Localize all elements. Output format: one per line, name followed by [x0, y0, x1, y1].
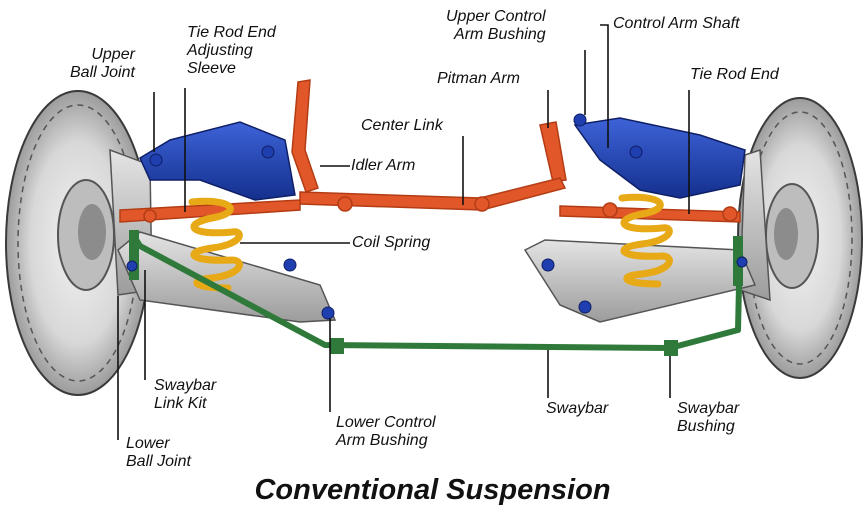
- left-coil-spring: [188, 197, 243, 292]
- label-upper-control-arm-bushing: Upper Control Arm Bushing: [446, 8, 546, 44]
- left-tie-rod: [119, 199, 301, 223]
- label-line: Arm Bushing: [336, 432, 428, 449]
- label-line: Upper: [91, 46, 135, 63]
- label-line: Lower: [126, 435, 170, 452]
- left-swaybar-bushing: [330, 338, 344, 354]
- label-line: Upper Control: [446, 8, 546, 25]
- label-swaybar-link-kit: Swaybar Link Kit: [154, 377, 216, 413]
- label-line: Swaybar: [677, 400, 740, 417]
- right-swaybar-bushing: [664, 340, 678, 356]
- label-line: Tie Rod End: [187, 24, 276, 41]
- label-control-arm-shaft: Control Arm Shaft: [613, 15, 740, 32]
- label-lower-ball-joint: Lower Ball Joint: [126, 435, 191, 471]
- label-line: Adjusting: [187, 42, 253, 59]
- right-coil-spring: [618, 193, 673, 288]
- diagram-caption: Conventional Suspension: [254, 474, 611, 506]
- right-tire: [737, 97, 863, 379]
- label-line: Ball Joint: [70, 64, 135, 81]
- label-lower-control-arm-bushing: Lower Control Arm Bushing: [336, 414, 436, 450]
- leader-control-arm-shaft: [600, 24, 609, 148]
- label-swaybar-bushing: Swaybar Bushing: [677, 400, 739, 436]
- pitman-arm: [539, 121, 567, 183]
- right-upper-control-arm: [573, 117, 746, 199]
- label-center-link: Center Link: [361, 117, 443, 134]
- leader-lines: [117, 24, 690, 440]
- label-line: Swaybar: [154, 377, 217, 394]
- label-tie-rod-end: Tie Rod End: [690, 66, 779, 83]
- label-pitman-arm: Pitman Arm: [437, 70, 520, 87]
- left-upper-control-arm: [139, 121, 296, 201]
- label-line: Bushing: [677, 418, 735, 435]
- idler-arm: [291, 79, 319, 193]
- label-tie-rod-end-adjusting-sleeve: Tie Rod End Adjusting Sleeve: [187, 24, 276, 78]
- swaybar-bar: [132, 236, 743, 351]
- label-line: Lower Control: [336, 414, 436, 431]
- label-swaybar: Swaybar: [546, 400, 609, 417]
- label-line: Link Kit: [154, 395, 207, 412]
- label-upper-ball-joint: Upper Ball Joint: [70, 46, 135, 82]
- label-idler-arm: Idler Arm: [351, 157, 416, 174]
- label-line: Ball Joint: [126, 453, 191, 470]
- bushings: [126, 113, 748, 320]
- label-line: Sleeve: [187, 60, 236, 77]
- steering-linkage: [119, 79, 741, 223]
- left-swaybar-link: [129, 230, 139, 280]
- label-line: Arm Bushing: [454, 26, 546, 43]
- label-coil-spring: Coil Spring: [352, 234, 431, 251]
